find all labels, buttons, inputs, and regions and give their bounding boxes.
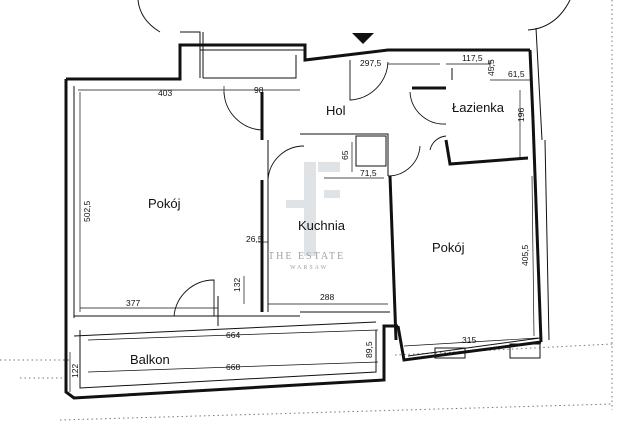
dim-26-5: 26,5 xyxy=(246,234,263,244)
room-pokoj-left: Pokój xyxy=(148,196,181,211)
dim-132: 132 xyxy=(232,278,242,292)
dim-61-5: 61,5 xyxy=(508,69,525,79)
dim-664: 664 xyxy=(226,330,240,340)
dim-315: 315 xyxy=(462,335,476,345)
doors xyxy=(173,60,447,317)
dim-65: 65 xyxy=(340,150,350,160)
dim-502-5: 502,5 xyxy=(82,200,92,222)
interior-walls xyxy=(74,68,529,341)
dim-196: 196 xyxy=(516,108,526,122)
top-curves xyxy=(137,0,571,33)
watermark: THE ESTATE WARSAW xyxy=(268,162,345,271)
dim-122: 122 xyxy=(70,364,80,378)
dim-297-5: 297,5 xyxy=(360,58,382,68)
dim-45-5: 45,5 xyxy=(486,59,496,76)
dimension-lines xyxy=(69,60,539,392)
dim-89-5: 89,5 xyxy=(364,341,374,358)
dim-405-5: 405,5 xyxy=(520,244,530,266)
room-balkon: Balkon xyxy=(130,352,170,367)
room-labels: Hol Łazienka Pokój Kuchnia Pokój Balkon xyxy=(130,100,505,367)
triangle-down-icon xyxy=(352,33,374,44)
dim-377: 377 xyxy=(126,298,140,308)
dim-117-5: 117,5 xyxy=(462,53,483,63)
watermark-line1: THE ESTATE xyxy=(268,251,345,262)
dimension-labels: 403 98 297,5 117,5 45,5 61,5 196 65 71,5… xyxy=(70,53,530,378)
exterior-walls xyxy=(64,27,550,400)
room-lazienka: Łazienka xyxy=(452,100,505,115)
room-hol: Hol xyxy=(326,103,346,118)
dim-403: 403 xyxy=(158,88,172,98)
room-kuchnia: Kuchnia xyxy=(298,218,346,233)
dim-668: 668 xyxy=(226,362,240,372)
dim-71-5: 71,5 xyxy=(360,168,377,178)
room-pokoj-right: Pokój xyxy=(432,240,465,255)
watermark-line2: WARSAW xyxy=(290,265,328,271)
dim-98: 98 xyxy=(254,85,264,95)
entrance-marker xyxy=(352,33,374,44)
dim-288: 288 xyxy=(320,292,334,302)
